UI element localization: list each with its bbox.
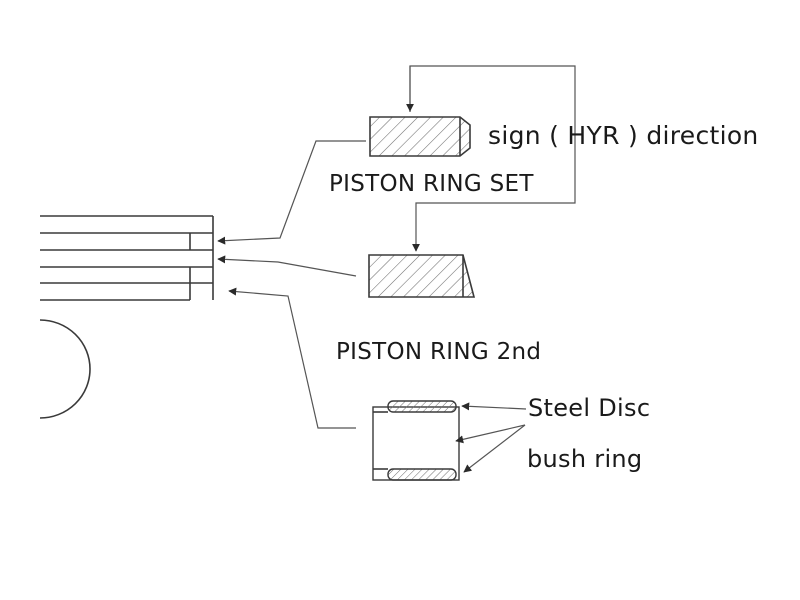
piston-ring-set-icon bbox=[369, 116, 471, 157]
leader-ring-set bbox=[217, 140, 366, 245]
piston-ring-set-label: PISTON RING SET bbox=[329, 171, 534, 197]
piston-ring-2nd-icon bbox=[368, 254, 476, 298]
oil-ring-assembly bbox=[372, 400, 460, 481]
steel-disc-label: Steel Disc bbox=[528, 394, 651, 422]
piston-ring-2nd-label: PISTON RING 2nd bbox=[336, 339, 542, 365]
piston-body bbox=[40, 215, 214, 301]
steel-disc-top-icon bbox=[387, 400, 457, 413]
leader-steel-disc bbox=[461, 402, 527, 411]
sign-direction-label: sign ( HYR ) direction bbox=[488, 121, 759, 150]
steel-disc-bottom-icon bbox=[387, 468, 457, 481]
leader-ring-2nd bbox=[217, 255, 357, 277]
piston-pin-boss bbox=[39, 319, 91, 419]
leader-bush-ring bbox=[463, 424, 526, 473]
bush-ring-label: bush ring bbox=[527, 445, 643, 473]
leader-oil-ring bbox=[228, 287, 356, 429]
direction-arrow-loop bbox=[406, 65, 576, 252]
